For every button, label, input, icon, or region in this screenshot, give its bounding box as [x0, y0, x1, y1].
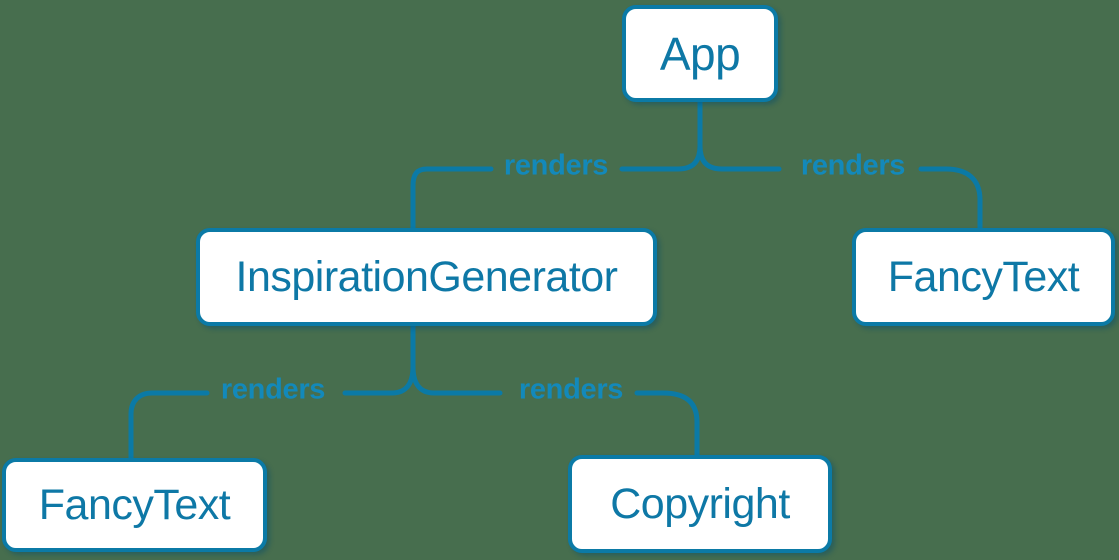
- node-fancy-text-bottom: FancyText: [2, 458, 267, 552]
- edge-inspirationgenerator-copyright-end: [634, 390, 700, 462]
- node-copyright-label: Copyright: [610, 479, 790, 528]
- edge-label-renders: renders: [518, 373, 624, 406]
- node-app: App: [622, 5, 778, 102]
- node-fancy-text-bottom-label: FancyText: [38, 480, 231, 529]
- edge-app-inspirationgenerator-start: [619, 143, 703, 172]
- edge-inspirationgenerator-fancytext-start: [342, 364, 416, 396]
- edge-inspirationgenerator-copyright-start: [410, 364, 503, 396]
- edge-app-fancytext-start: [697, 143, 782, 172]
- node-inspiration-generator: InspirationGenerator: [196, 228, 657, 326]
- edge-label-renders: renders: [800, 149, 906, 182]
- node-app-label: App: [659, 27, 741, 80]
- edge-label-renders: renders: [503, 149, 609, 182]
- edge-app-fancytext-end: [918, 166, 983, 235]
- node-fancy-text-top: FancyText: [852, 228, 1115, 326]
- node-inspiration-generator-label: InspirationGenerator: [235, 252, 619, 301]
- edge-app-inspirationgenerator-end: [410, 166, 494, 235]
- edge-inspirationgenerator-fancytext-end: [128, 390, 210, 465]
- node-copyright: Copyright: [568, 455, 832, 553]
- node-fancy-text-top-label: FancyText: [887, 252, 1080, 301]
- edge-label-renders: renders: [220, 373, 326, 406]
